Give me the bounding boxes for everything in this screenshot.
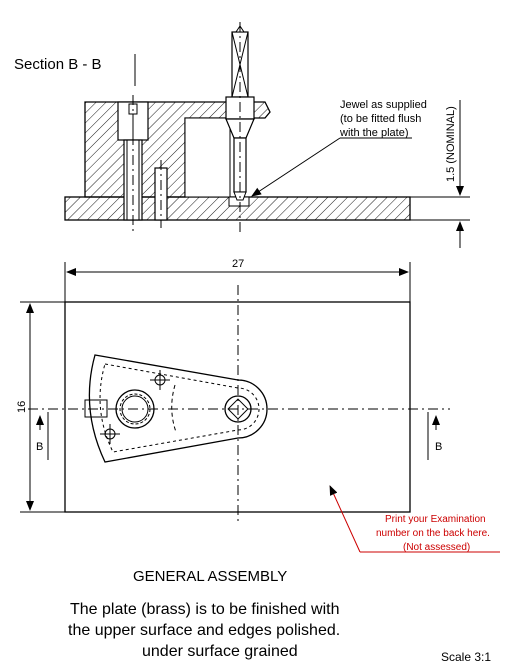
scale-label: Scale 3:1 xyxy=(441,650,491,664)
finish-note-line-2: the upper surface and edges polished. xyxy=(68,622,340,639)
bridge-plan xyxy=(84,354,268,463)
width-dimension-label: 27 xyxy=(232,258,244,270)
section-view xyxy=(64,22,411,232)
height-dimension-label: 16 xyxy=(16,401,28,413)
nominal-dimension-label: 1.5 (NOMINAL) xyxy=(445,106,457,182)
height-dimension: 16 xyxy=(16,301,65,513)
svg-text:B: B xyxy=(36,441,43,453)
finish-note-line-3: under surface grained xyxy=(142,643,298,660)
section-label: Section B - B xyxy=(14,56,102,73)
jewel-note-line-1: Jewel as supplied xyxy=(340,99,427,111)
print-note-line-3: (Not assessed) xyxy=(403,542,470,553)
jewel-note-line-3: with the plate) xyxy=(339,127,408,139)
section-marker-right: B xyxy=(427,412,442,460)
assembly-title: GENERAL ASSEMBLY xyxy=(133,568,287,585)
print-note-leader xyxy=(329,485,361,553)
jewel-leader xyxy=(251,137,341,197)
svg-text:B: B xyxy=(435,441,442,453)
print-note-line-2: number on the back here. xyxy=(376,528,490,539)
finish-note-line-1: The plate (brass) is to be finished with xyxy=(70,601,339,618)
width-dimension: 27 xyxy=(64,258,411,302)
print-note-line-1: Print your Examination xyxy=(385,514,486,525)
nominal-dimension: 1.5 (NOMINAL) xyxy=(410,100,470,248)
section-marker-left: B xyxy=(36,412,49,460)
arbor xyxy=(225,22,255,232)
jewel-note-line-2: (to be fitted flush xyxy=(340,113,421,125)
